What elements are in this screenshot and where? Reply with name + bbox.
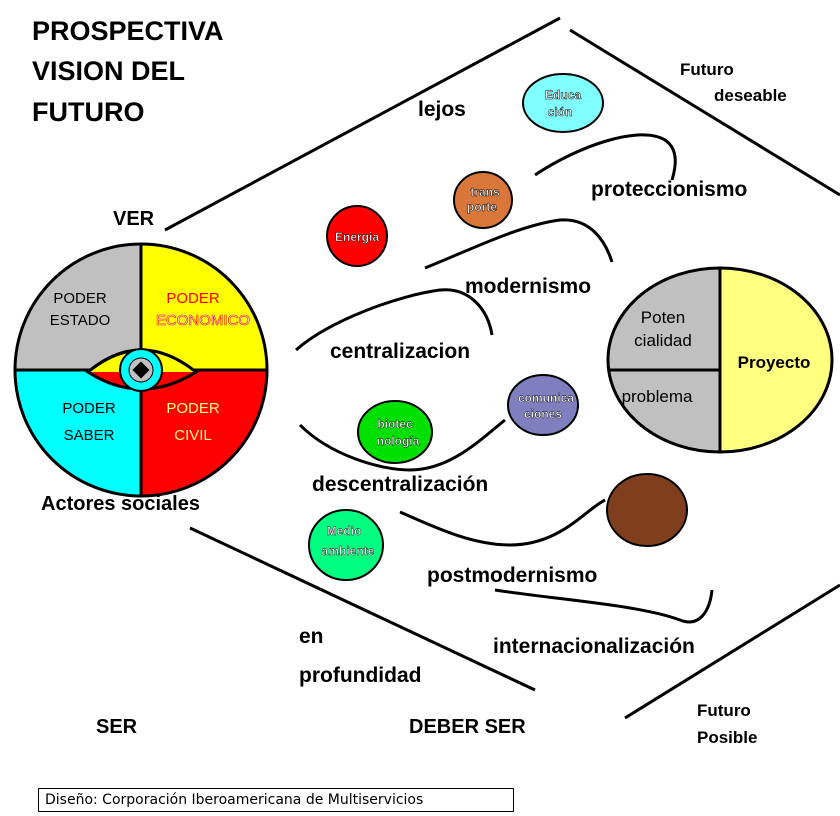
medio-ambiente-line-1: Medio xyxy=(327,524,362,538)
label-centralizacion: centralizacion xyxy=(330,340,470,363)
label-deber-ser: DEBER SER xyxy=(409,716,526,738)
label-futuro-deseable-line-2: deseable xyxy=(714,86,787,105)
potencialidad-line-1: Poten xyxy=(641,308,685,327)
poder-civil-line-2: CIVIL xyxy=(174,427,212,444)
label-ser: SER xyxy=(96,716,138,738)
label-internacionalizacion: internacionalización xyxy=(493,635,695,658)
label-modernismo: modernismo xyxy=(465,275,591,298)
poderes-circle: PODER ESTADO PODER ECONOMICO PODER SABER… xyxy=(13,242,269,498)
label-ver: VER xyxy=(113,208,155,230)
curve-internacionalizacion xyxy=(494,588,714,624)
comunicaciones-line-1: comunica xyxy=(518,391,574,405)
label-en: en xyxy=(299,625,324,648)
trend-curves xyxy=(295,133,714,624)
label-proteccionismo: proteccionismo xyxy=(591,178,747,201)
title-line-1: PROSPECTIVA xyxy=(32,16,224,46)
comunicaciones-line-2: ciones xyxy=(524,407,562,421)
trend-labels: proteccionismo modernismo centralizacion… xyxy=(312,178,747,658)
educacion-line-1: Educa xyxy=(545,88,581,102)
potencialidad-line-2: cialidad xyxy=(634,331,692,350)
poder-saber-line-1: PODER xyxy=(62,400,116,417)
curve-descentralizacion xyxy=(298,418,506,472)
poder-civil-line-1: PODER xyxy=(166,400,220,417)
biotecnologia-line-2: nología xyxy=(377,434,420,448)
eye-icon xyxy=(85,348,199,392)
poder-saber-line-2: SABER xyxy=(64,427,115,444)
title: PROSPECTIVA VISION DEL FUTURO xyxy=(32,16,224,127)
transporte-line-2: porte xyxy=(467,200,497,214)
label-futuro-posible-line-2: Posible xyxy=(697,728,757,747)
transporte-line-1: trans xyxy=(470,185,500,199)
label-postmodernismo: postmodernismo xyxy=(427,564,597,587)
label-futuro-deseable-line-1: Futuro xyxy=(680,60,734,79)
quadrant-poder-estado xyxy=(15,244,141,370)
energia-label: Energia xyxy=(335,230,379,244)
quadrant-poder-saber xyxy=(15,370,141,496)
bubble-medio-ambiente: Medio ambiente xyxy=(308,509,384,581)
bubble-comunicaciones: comunica ciones xyxy=(507,374,579,436)
quadrant-poder-economico xyxy=(141,244,267,370)
bubble-energia: Energia xyxy=(326,205,388,267)
diagram-labels: VER Actores sociales lejos Futuro deseab… xyxy=(41,60,787,747)
poder-estado-line-2: ESTADO xyxy=(50,312,111,329)
label-futuro-posible-line-1: Futuro xyxy=(697,701,751,720)
quadrant-poder-civil xyxy=(141,370,267,496)
poder-economico-line-2: ECONOMICO xyxy=(156,312,250,329)
title-line-2: VISION DEL xyxy=(32,56,185,86)
bubble-transporte: trans porte xyxy=(453,171,513,229)
label-lejos: lejos xyxy=(418,98,466,121)
credit-box: Diseño: Corporación Iberoamericana de Mu… xyxy=(38,788,514,812)
label-actores-sociales: Actores sociales xyxy=(41,493,200,515)
poder-economico-line-1: PODER xyxy=(166,290,220,307)
bubble-educacion: Educa ción xyxy=(522,73,604,133)
cone-upper-right-line xyxy=(569,28,840,197)
cone-upper-left-line xyxy=(164,16,561,232)
curve-proteccionismo xyxy=(534,133,677,181)
curve-postmodernismo xyxy=(399,498,606,547)
bubble-biotecnologia: biotec nología xyxy=(357,400,433,464)
curve-modernismo xyxy=(424,218,614,270)
cone-lower-right-line xyxy=(624,583,840,720)
biotecnologia-line-1: biotec xyxy=(377,417,413,431)
educacion-line-2: ción xyxy=(548,105,573,119)
title-line-3: FUTURO xyxy=(32,97,144,127)
problema-label: problema xyxy=(622,387,693,406)
label-descentralizacion: descentralización xyxy=(312,473,488,496)
poder-estado-line-1: PODER xyxy=(53,290,107,307)
vision-cone-lines xyxy=(164,16,840,720)
bubble-brown xyxy=(606,473,688,547)
label-profundidad: profundidad xyxy=(299,664,421,687)
proyecto-circle: Poten cialidad problema Proyecto xyxy=(606,266,834,454)
curve-centralizacion xyxy=(295,288,494,352)
proyecto-label: Proyecto xyxy=(738,353,811,372)
medio-ambiente-line-2: ambiente xyxy=(322,544,375,558)
cone-lower-left-line xyxy=(189,526,536,692)
